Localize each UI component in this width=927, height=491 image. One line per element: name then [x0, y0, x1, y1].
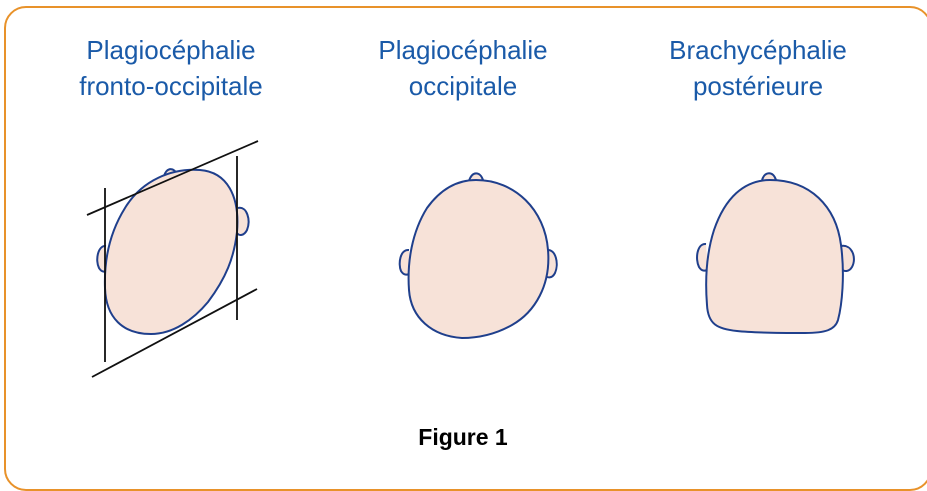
head-brachycephaly [697, 173, 854, 333]
skull-outline [706, 180, 843, 333]
ear-right [237, 208, 249, 235]
crown-bump [762, 173, 776, 180]
figure-caption: Figure 1 [313, 424, 613, 451]
skull-outline [409, 180, 549, 338]
head-fronto-occipital [87, 141, 258, 377]
head-occipital [400, 173, 557, 338]
